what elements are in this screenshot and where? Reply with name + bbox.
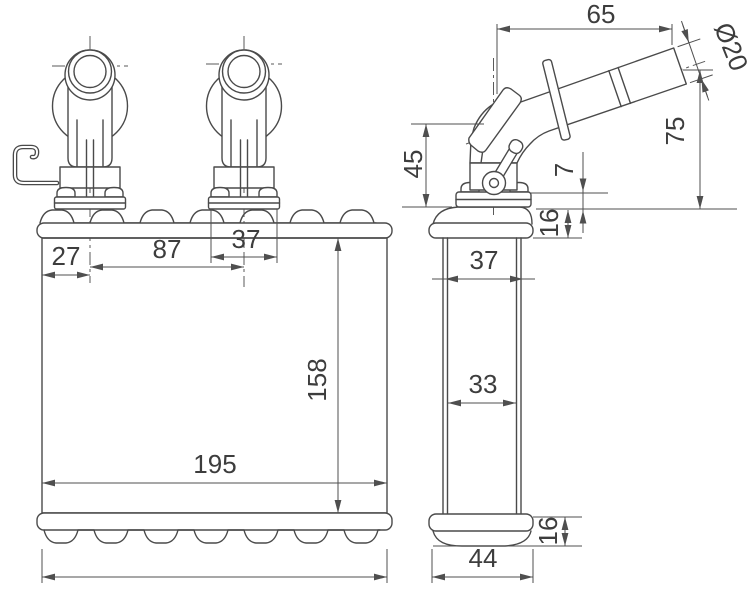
side-core-body <box>442 237 522 515</box>
dim-side-tank-width: 37 <box>470 245 499 275</box>
dim-side-pipe-diameter: Ø20 <box>708 18 751 75</box>
front-pipe-fitting-1 <box>51 49 129 210</box>
dim-side-bottom-width: 44 <box>469 543 498 573</box>
dim-side-pipe-end-height: 75 <box>660 117 690 146</box>
dim-side-pipe-reach: 65 <box>587 0 616 29</box>
dim-side-fitting-height: 45 <box>398 150 428 179</box>
side-fitting-block <box>469 138 524 196</box>
dim-side-flange-offset: 7 <box>549 163 579 177</box>
side-dimensions: 65 Ø20 75 45 7 <box>398 0 751 583</box>
front-dimensions: 27 87 37 158 195 <box>41 209 388 583</box>
side-bottom-tank <box>428 513 534 547</box>
side-pipe-collar <box>468 87 522 153</box>
side-elbow-pipe <box>468 47 687 164</box>
dim-side-top-tank-depth: 16 <box>534 209 564 238</box>
side-pivot-boss <box>481 170 507 196</box>
side-mounting-strip <box>542 58 571 141</box>
dim-front-core-width: 195 <box>193 449 236 479</box>
front-retainer-clip <box>12 144 60 186</box>
front-view: 27 87 37 158 195 <box>12 36 393 583</box>
dim-front-bracket-width: 37 <box>232 224 261 254</box>
dim-front-core-height: 158 <box>302 358 332 401</box>
dim-side-core-thickness: 33 <box>469 369 498 399</box>
dim-front-pipe-spacing: 87 <box>153 234 182 264</box>
side-view: 65 Ø20 75 45 7 <box>398 0 751 583</box>
front-bottom-tank <box>36 512 393 544</box>
dim-front-left-offset: 27 <box>52 241 81 271</box>
side-top-tank <box>428 206 534 239</box>
dim-side-bottom-tank-depth: 16 <box>533 517 563 546</box>
front-pipe-fitting-2 <box>205 49 283 210</box>
